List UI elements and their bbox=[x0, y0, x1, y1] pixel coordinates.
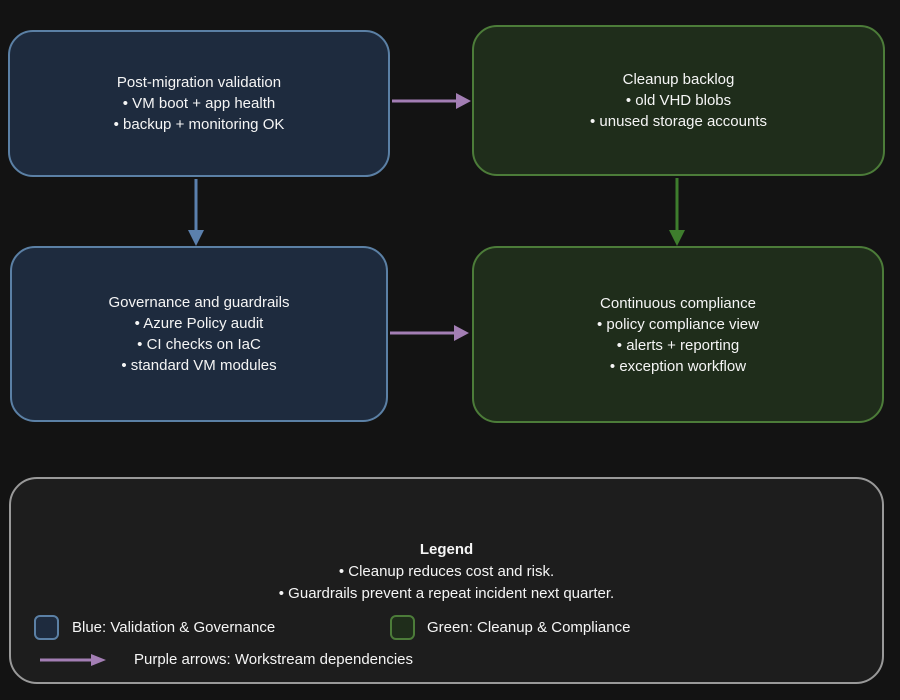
node-bullet: • CI checks on IaC bbox=[137, 336, 261, 353]
node-bullet: • backup + monitoring OK bbox=[113, 116, 285, 133]
legend-item-blue: Blue: Validation & Governance bbox=[34, 615, 275, 640]
node-bullet: • policy compliance view bbox=[597, 315, 759, 333]
node-bullet: • alerts + reporting bbox=[616, 336, 740, 354]
arrow-validation-to-governance-icon bbox=[188, 179, 204, 246]
node-bullet: • Azure Policy audit bbox=[134, 315, 264, 332]
blue-swatch-icon bbox=[34, 615, 59, 640]
node-title: Governance and guardrails bbox=[108, 294, 290, 311]
arrow-validation-to-cleanup-icon bbox=[392, 93, 471, 109]
legend-header: Legend • Cleanup reduces cost and risk. … bbox=[11, 539, 882, 605]
node-title: Post-migration validation bbox=[116, 74, 282, 91]
legend-note: • Cleanup reduces cost and risk. bbox=[338, 563, 555, 580]
legend-item-green: Green: Cleanup & Compliance bbox=[390, 615, 630, 640]
legend-item-label: Green: Cleanup & Compliance bbox=[427, 619, 631, 636]
node-bullet: • old VHD blobs bbox=[625, 92, 732, 109]
green-swatch-icon bbox=[390, 615, 415, 640]
legend-panel: Legend • Cleanup reduces cost and risk. … bbox=[9, 477, 884, 684]
legend-note: • Guardrails prevent a repeat incident n… bbox=[278, 585, 615, 602]
node-bullet: • unused storage accounts bbox=[589, 113, 768, 130]
node-title: Cleanup backlog bbox=[622, 71, 735, 88]
node-title: Continuous compliance bbox=[600, 294, 756, 312]
node-bullet: • exception workflow bbox=[609, 357, 747, 375]
legend-item-label: Purple arrows: Workstream dependencies bbox=[134, 651, 414, 668]
legend-item-label: Blue: Validation & Governance bbox=[72, 619, 276, 636]
node-continuous-compliance: Continuous compliance • policy complianc… bbox=[472, 246, 884, 423]
node-governance-and-guardrails: Governance and guardrails • Azure Policy… bbox=[10, 246, 388, 422]
node-cleanup-backlog: Cleanup backlog • old VHD blobs • unused… bbox=[472, 25, 885, 176]
node-post-migration-validation: Post-migration validation • VM boot + ap… bbox=[8, 30, 390, 177]
purple-arrow-icon bbox=[40, 653, 106, 666]
legend-title: Legend bbox=[419, 541, 474, 558]
node-bullet: • standard VM modules bbox=[121, 357, 277, 374]
arrow-cleanup-to-compliance-icon bbox=[669, 178, 685, 246]
legend-item-purple-arrows: Purple arrows: Workstream dependencies bbox=[39, 651, 413, 668]
arrow-governance-to-compliance-icon bbox=[390, 325, 469, 341]
node-bullet: • VM boot + app health bbox=[122, 95, 276, 112]
